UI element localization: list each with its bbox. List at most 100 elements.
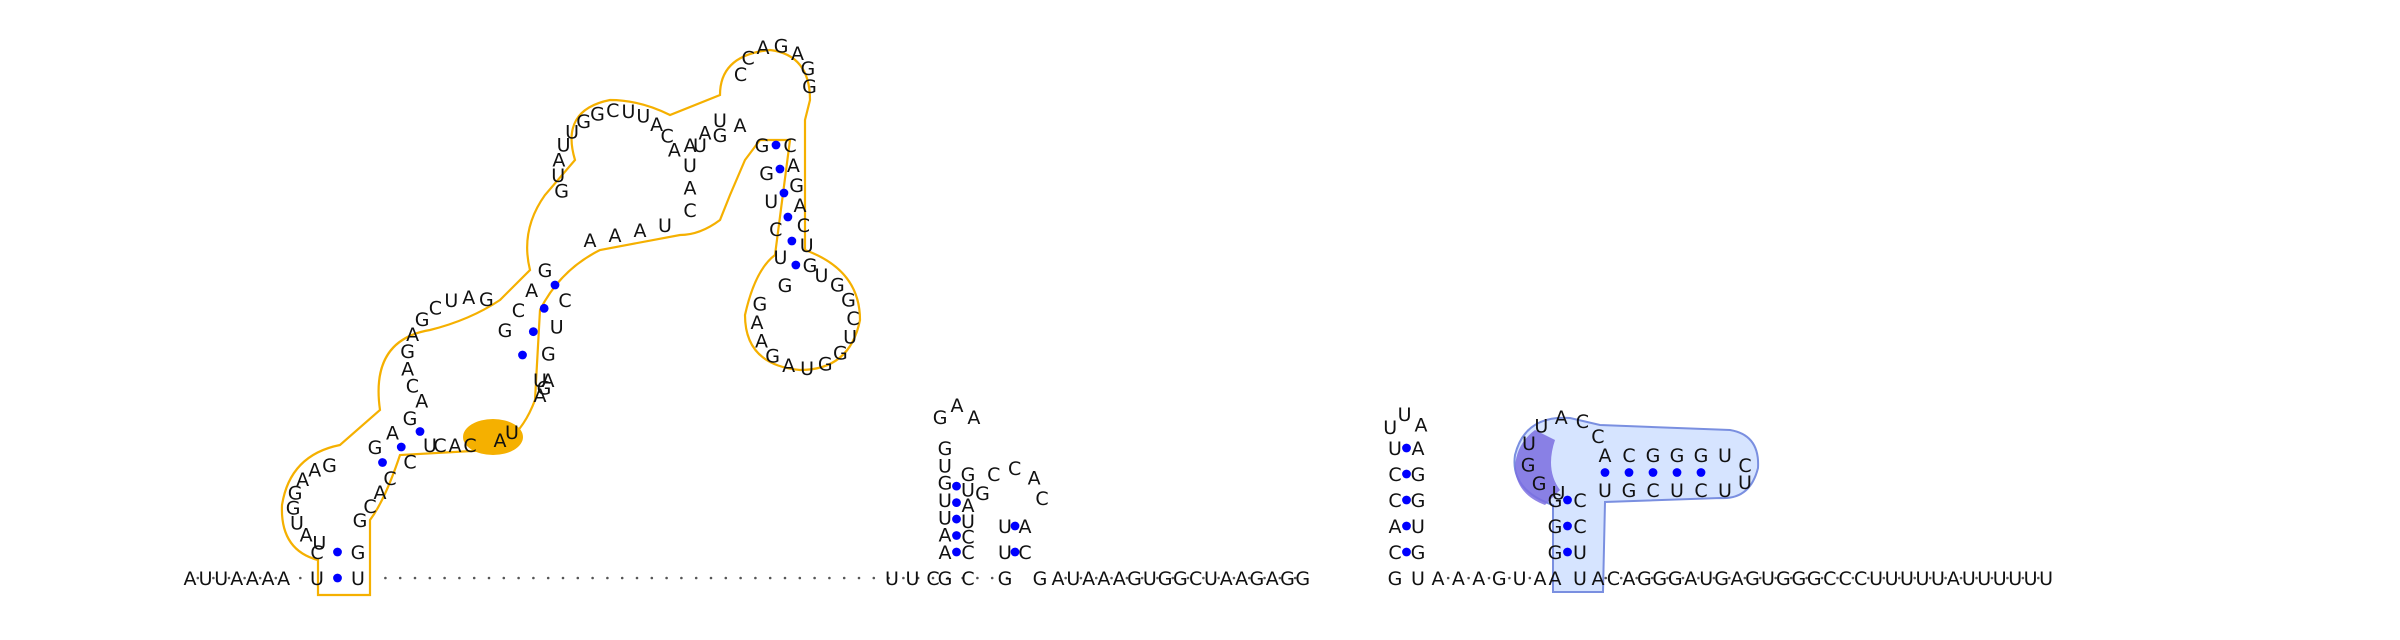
nucleotide-A: A [525,280,538,302]
nucleotide-G: G [1127,568,1142,590]
backbone-link [990,576,994,580]
backbone-link [1467,576,1470,580]
nucleotide-G: G [590,104,605,126]
nucleotide-A: A [634,220,647,242]
nucleotide-U: U [693,135,707,157]
nucleotide-A: A [751,312,764,334]
nucleotide-A: A [1534,568,1547,590]
nucleotide-G: G [1492,568,1507,590]
nucleotide-A: A [668,139,681,161]
backbone-link [1079,576,1083,580]
nucleotide-C: C [1591,426,1604,448]
nucleotide-G: G [1411,542,1426,564]
nucleotide-A: A [230,568,243,590]
nucleotide-A: A [1082,568,1095,590]
nucleotide-G: G [841,290,856,312]
backbone-link [813,576,816,580]
nucleotide-G: G [1548,542,1563,564]
nucleotide-G: G [286,497,301,519]
nucleotide-A: A [1113,568,1126,590]
nucleotide-G: G [1548,516,1563,538]
nucleotide-C: C [961,526,974,548]
nucleotide-G: G [755,135,770,157]
nucleotide-U: U [2024,568,2038,590]
nucleotide-A: A [296,469,309,491]
backbone-link [1820,576,1824,580]
nucleotide-G: G [933,407,948,429]
nucleotide-C: C [403,452,416,474]
nucleotide-A: A [1592,568,1605,590]
nucleotide-U: U [2039,568,2053,590]
backbone-link [1604,576,1608,580]
backbone-link [1064,576,1067,580]
base-pair-dot [1402,469,1411,479]
nucleotide-U: U [1534,415,1548,437]
nucleotide-U: U [843,326,857,348]
nucleotide-G: G [713,125,728,147]
backbone-link [428,576,432,580]
backbone-link [1528,576,1532,580]
nucleotide-A: A [246,568,259,590]
backbone-link [212,576,215,580]
nucleotide-G: G [1637,568,1652,590]
backbone-link [591,576,594,580]
nucleotide-A: A [262,568,275,590]
nucleotide-U: U [1718,480,1732,502]
nucleotide-G: G [1646,445,1661,467]
nucleotide-A: A [1389,516,1402,538]
nucleotide-U: U [310,568,324,590]
nucleotide-A: A [552,150,565,172]
backbone-link [413,576,417,580]
base-pair-dot [779,188,789,198]
backbone-link [1446,576,1450,580]
backbone-link [1743,576,1747,580]
orange-domain-outline [280,48,862,597]
highlight-layer [280,48,1760,597]
nucleotide-C: C [1189,568,1202,590]
nucleotide-A: A [277,568,290,590]
nucleotide-C: C [1388,542,1401,564]
backbone-link [1882,576,1886,580]
nucleotide-A: A [449,435,462,457]
nucleotide-G: G [1745,568,1760,590]
base-pair-layer [333,140,1706,583]
nucleotide-U: U [1204,568,1218,590]
nucleotide-C: C [742,48,755,70]
nucleotide-A: A [755,330,768,352]
nucleotide-A: A [542,370,555,392]
backbone-link [1635,576,1638,580]
backbone-link [709,576,713,580]
nucleotide-C: C [429,297,442,319]
base-pair-dot [771,140,781,150]
backbone-link [1666,576,1669,580]
backbone-link [783,576,787,580]
backbone-link [1156,576,1159,580]
nucleotide-G: G [803,255,818,277]
backbone-link [258,576,262,580]
nucleotide-C: C [433,435,446,457]
nucleotide-G: G [351,542,366,564]
nucleotide-U: U [1411,568,1425,590]
base-pair-dot [1402,495,1411,505]
nucleotide-G: G [1521,454,1536,476]
backbone-link [768,576,772,580]
nucleotide-C: C [797,215,810,237]
nucleotide-C: C [1018,542,1031,564]
backbone-link [1836,576,1839,580]
nucleotide-U: U [2008,568,2022,590]
nucleotide-U: U [658,215,672,237]
backbone-link [274,576,278,580]
nucleotide-A: A [684,135,697,157]
backbone-link [1712,576,1716,580]
backbone-link [1232,576,1236,580]
nucleotide-G: G [830,275,845,297]
nucleotide-A: A [494,430,507,452]
base-pair-dot [1563,547,1572,557]
base-pair-dot [550,280,560,290]
nucleotide-A: A [300,525,313,547]
nucleotide-U: U [764,191,778,213]
nucleotide-A: A [951,395,964,417]
nucleotide-U: U [1915,568,1929,590]
base-pair-dot [415,427,425,436]
nucleotide-U: U [938,455,952,477]
